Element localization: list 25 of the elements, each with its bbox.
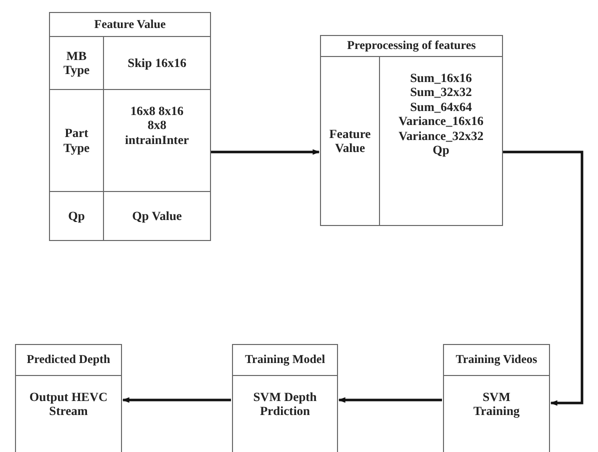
table-header: Training Model bbox=[244, 353, 326, 367]
arrow bbox=[503, 150, 584, 406]
cell-text: Output HEVC Stream bbox=[28, 390, 109, 419]
arrow bbox=[338, 397, 442, 403]
arrow bbox=[122, 397, 231, 403]
cell-text: Skip 16x16 bbox=[128, 56, 186, 70]
table-box bbox=[443, 344, 550, 452]
table-header: Training Videos bbox=[456, 353, 538, 367]
cell-text: Qp Value bbox=[132, 208, 182, 224]
table-box bbox=[320, 35, 503, 226]
table-header: Preprocessing of features bbox=[347, 39, 476, 53]
row-label: Feature Value bbox=[329, 126, 371, 156]
cell-text: 16x8 8x16 8x8 intrainInter bbox=[125, 104, 189, 148]
table-box bbox=[15, 344, 122, 452]
table-header: Predicted Depth bbox=[26, 353, 110, 367]
cell-text: Sum_16x16 Sum_32x32 Sum_64x64 Variance_16x16 Variance_32x32 Qp bbox=[398, 71, 484, 158]
row-label: Qp bbox=[68, 208, 85, 224]
row-label: Part Type bbox=[63, 126, 90, 155]
table-box bbox=[49, 12, 211, 241]
table-box bbox=[232, 344, 338, 452]
table-header: Feature Value bbox=[94, 18, 166, 32]
cell-text: SVM Training bbox=[473, 390, 520, 419]
arrow bbox=[211, 149, 320, 155]
cell-text: SVM Depth Prdiction bbox=[252, 390, 318, 419]
row-label: MB Type bbox=[63, 48, 90, 78]
